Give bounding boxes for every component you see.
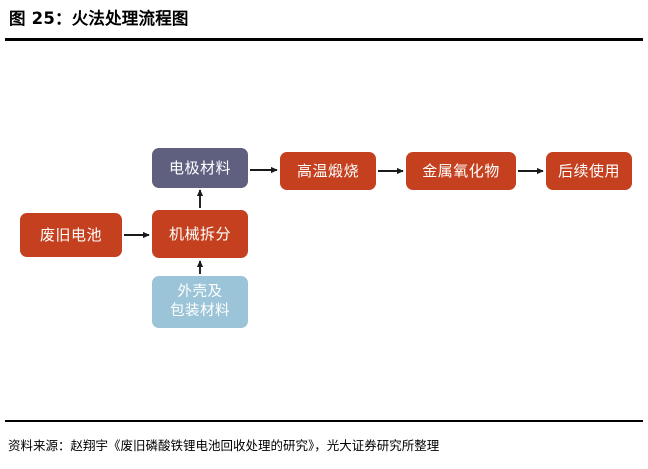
page-title: 图 25：火法处理流程图 — [9, 9, 189, 28]
title-divider — [5, 38, 643, 41]
source-note: 资料来源：赵翔宇《废旧磷酸铁锂电池回收处理的研究》，光大证券研究所整理 — [8, 438, 440, 453]
flow-node-waste-battery[interactable]: 废旧电池 — [20, 213, 122, 257]
flow-node-high-temp-calcine[interactable]: 高温煅烧 — [280, 152, 376, 190]
flow-node-mechanical-split[interactable]: 机械拆分 — [152, 210, 248, 258]
flow-node-shell-packaging[interactable]: 外壳及 包装材料 — [152, 276, 248, 328]
footer-divider — [5, 420, 643, 422]
flow-node-subsequent-use[interactable]: 后续使用 — [546, 152, 632, 190]
flow-node-metal-oxide[interactable]: 金属氧化物 — [406, 152, 516, 190]
flow-node-electrode-material[interactable]: 电极材料 — [152, 148, 248, 188]
